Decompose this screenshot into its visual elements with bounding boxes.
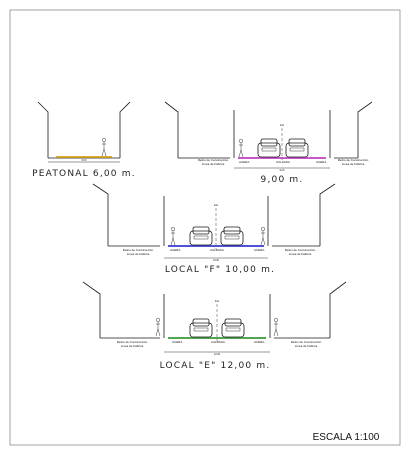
right-note-2: Línea de Fábrica xyxy=(289,252,312,256)
section-title: LOCAL "E" 12,00 m. xyxy=(160,361,271,371)
scale-label: ESCALA 1:100 xyxy=(313,432,380,443)
left-roof-wall xyxy=(164,101,179,158)
section-nueve: E.E ACERA CALZADA ACERA Retiro de Constr… xyxy=(164,101,373,185)
dimension-total: 10.00 xyxy=(213,259,220,262)
pedestrian-icon xyxy=(101,137,107,157)
dimension-total: 9.00 xyxy=(280,169,285,172)
right-note-1: Retiro de Construcción xyxy=(285,248,316,252)
car-right-icon xyxy=(220,226,244,246)
left-note-2: Línea de Fábrica xyxy=(202,162,225,166)
car-right-icon xyxy=(221,318,245,338)
axis-label: E.E xyxy=(280,124,284,127)
right-sidewalk-label: ACERA xyxy=(254,340,264,344)
right-note-1: Retiro de Construcción xyxy=(291,340,322,344)
dimension-total: 6.00 xyxy=(82,159,87,162)
right-note-1: Retiro de Construcción xyxy=(338,158,369,162)
pedestrian-icon xyxy=(238,138,244,158)
right-sidewalk-label: ACERA xyxy=(316,160,326,164)
left-sidewalk-label: ACERA xyxy=(170,248,180,252)
section-local-e: E.E ACERA CALZADA ACERA Retiro de Constr… xyxy=(82,281,347,371)
section-local-f: E.E ACERA CALZADA ACERA Retiro de Constr… xyxy=(92,183,336,275)
section-peatonal: 6.00 PEATONAL 6,00 m. xyxy=(32,101,136,179)
car-right-icon xyxy=(285,138,309,158)
car-left-icon xyxy=(257,138,281,158)
right-note-2: Línea de Fábrica xyxy=(295,344,318,348)
axis-label: E.E xyxy=(215,300,219,303)
carriageway-label: CALZADA xyxy=(276,160,290,164)
right-note-2: Línea de Fábrica xyxy=(342,162,365,166)
left-note-1: Retiro de Construcción xyxy=(198,158,229,162)
pedestrian-icon xyxy=(260,226,266,246)
right-roof-wall xyxy=(119,101,131,158)
left-note-2: Línea de Fábrica xyxy=(121,344,144,348)
car-left-icon xyxy=(189,226,213,246)
right-roof-wall xyxy=(329,281,347,338)
sheet-border xyxy=(9,9,401,446)
carriageway-label: CALZADA xyxy=(210,248,224,252)
pedestrian-icon xyxy=(273,317,279,337)
right-sidewalk-label: ACERA xyxy=(254,248,264,252)
left-roof-wall xyxy=(37,101,49,158)
car-left-icon xyxy=(189,318,213,338)
left-note-1: Retiro de Construcción xyxy=(123,248,154,252)
section-title: LOCAL "F" 10,00 m. xyxy=(165,265,275,275)
left-roof-wall xyxy=(82,281,101,338)
right-roof-wall xyxy=(357,101,373,158)
dimension-total: 12.00 xyxy=(214,353,221,356)
left-sidewalk-label: ACERA xyxy=(239,160,249,164)
section-title: PEATONAL 6,00 m. xyxy=(32,169,136,179)
left-sidewalk-label: ACERA xyxy=(172,340,182,344)
pedestrian-icon xyxy=(170,226,176,246)
left-roof-wall xyxy=(92,183,109,246)
carriageway-label: CALZADA xyxy=(211,340,225,344)
left-note-2: Línea de Fábrica xyxy=(127,252,150,256)
axis-label: E.E xyxy=(214,204,218,207)
right-roof-wall xyxy=(319,183,336,246)
left-note-1: Retiro de Construcción xyxy=(117,340,148,344)
pedestrian-icon xyxy=(155,317,161,337)
section-title: 9,00 m. xyxy=(261,175,304,185)
